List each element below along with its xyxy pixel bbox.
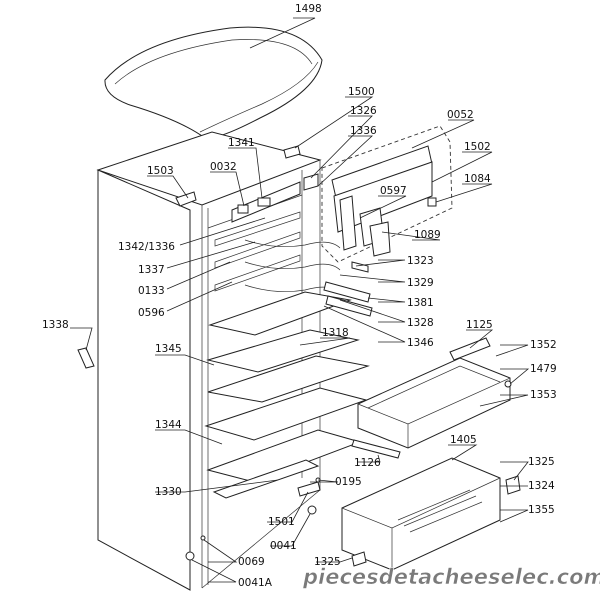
part-labels: 1498 1500 1326 1336 0052 1502 1084 0597 … [42, 3, 557, 589]
label-0032: 0032 [210, 161, 237, 173]
label-1344: 1344 [155, 419, 182, 431]
label-0052: 0052 [447, 109, 474, 121]
label-1479: 1479 [530, 363, 557, 375]
label-1355: 1355 [528, 504, 555, 516]
label-1323: 1323 [407, 255, 434, 267]
label-1338: 1338 [42, 319, 69, 331]
label-1328: 1328 [407, 317, 434, 329]
label-1352: 1352 [530, 339, 557, 351]
label-1503: 1503 [147, 165, 174, 177]
label-1326: 1326 [350, 105, 377, 117]
label-1381: 1381 [407, 297, 434, 309]
label-1500: 1500 [348, 86, 375, 98]
label-1324: 1324 [528, 480, 555, 492]
label-1325-bottom: 1325 [314, 556, 341, 568]
label-1318: 1318 [322, 327, 349, 339]
label-1342-1336: 1342/1336 [118, 241, 175, 253]
shelf-brackets [323, 261, 373, 317]
label-1325-top: 1325 [528, 456, 555, 468]
label-0597: 0597 [380, 185, 407, 197]
label-1501: 1501 [268, 516, 295, 528]
watermark-text: piecesdetacheeselec.com [302, 565, 600, 589]
door-assembly [321, 125, 453, 263]
leader-lines [70, 17, 530, 583]
label-1341: 1341 [228, 137, 255, 149]
label-1345: 1345 [155, 343, 182, 355]
label-1330: 1330 [155, 486, 182, 498]
top-cover [104, 26, 323, 139]
label-1346: 1346 [407, 337, 434, 349]
glass-shelves [204, 291, 370, 499]
label-0069: 0069 [238, 556, 265, 568]
small-parts [77, 347, 321, 561]
label-1353: 1353 [530, 389, 557, 401]
lower-drawer [341, 457, 521, 571]
label-1125: 1125 [466, 319, 493, 331]
label-0041A: 0041A [238, 577, 273, 589]
label-1405: 1405 [450, 434, 477, 446]
upper-drawer [357, 337, 512, 449]
label-1329: 1329 [407, 277, 434, 289]
label-1498: 1498 [295, 3, 322, 15]
label-1502: 1502 [464, 141, 491, 153]
label-0596: 0596 [138, 307, 165, 319]
drawer-rail [351, 439, 401, 459]
label-1337: 1337 [138, 264, 165, 276]
label-0195: 0195 [335, 476, 362, 488]
label-1126: 1126 [354, 457, 381, 469]
label-0041: 0041 [270, 540, 297, 552]
label-1336: 1336 [350, 125, 377, 137]
label-0133: 0133 [138, 285, 165, 297]
label-1084: 1084 [464, 173, 491, 185]
label-1089: 1089 [414, 229, 441, 241]
